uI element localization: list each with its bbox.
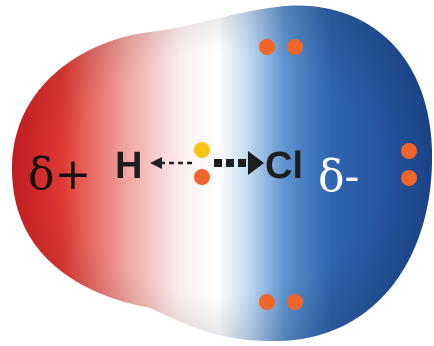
- lone-pair-top-electron-1: [259, 39, 275, 55]
- hydrogen-bonding-electron: [194, 142, 210, 158]
- chlorine-bonding-electron: [194, 169, 210, 185]
- arrow-toward-hydrogen: [150, 157, 192, 169]
- partial-negative-charge-label: δ-: [318, 151, 359, 202]
- arrow-toward-chlorine: [214, 151, 264, 175]
- partial-positive-charge-label: δ+: [28, 149, 91, 200]
- lone-pair-bottom-electron-2: [287, 294, 303, 310]
- lone-pair-bottom-electron-1: [259, 294, 275, 310]
- hydrogen-atom-label: H: [115, 145, 142, 187]
- lone-pair-right-electron-2: [401, 170, 417, 186]
- surface-shading: [11, 5, 433, 342]
- lone-pair-right-electron-1: [401, 143, 417, 159]
- lone-pair-top-electron-2: [287, 39, 303, 55]
- chlorine-atom-label: Cl: [265, 145, 303, 187]
